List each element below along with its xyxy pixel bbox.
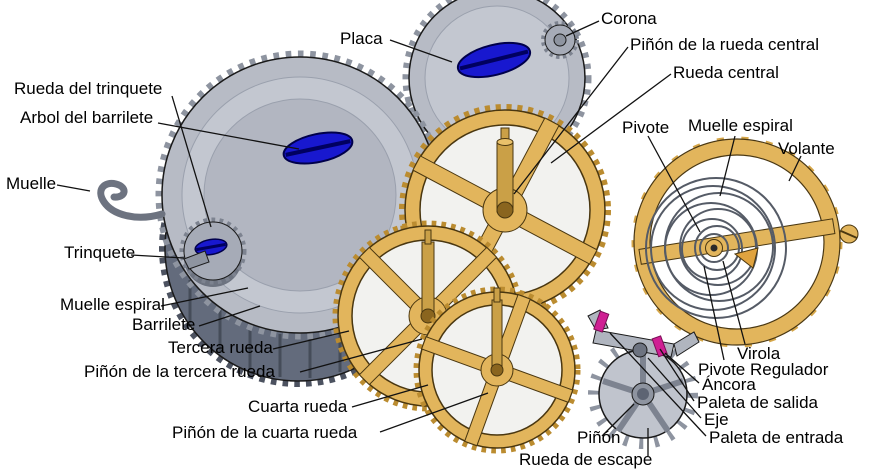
entry-pallet-stone (593, 310, 610, 333)
label-pivote-regulador: Pivote Regulador (698, 360, 829, 379)
label-pivote: Pivote (622, 118, 670, 137)
leader-pivote-regulador (703, 265, 725, 361)
label-rueda-de-escape: Rueda de escape (519, 450, 653, 469)
fourth-wheel-arbor (491, 299, 503, 373)
leader-pivote (647, 135, 701, 233)
label-rueda-del-trinquete: Rueda del trinquete (14, 79, 163, 98)
label-ancora: Áncora (702, 375, 756, 394)
blue-screw-barrel-arbor (282, 131, 354, 165)
label-muelle: Muelle (6, 174, 57, 193)
label-paleta-de-entrada: Paleta de entrada (709, 428, 844, 447)
leader-tercera-rueda (272, 330, 350, 350)
fourth-wheel (413, 286, 581, 454)
label-cuarta-rueda: Cuarta rueda (248, 397, 348, 416)
leader-placa (389, 39, 453, 63)
label-volante: Volante (778, 139, 835, 158)
label-muelle-espiral-izq: Muelle espiral (60, 295, 165, 314)
label-pinon-tercera-rueda: Piñón de la tercera rueda (84, 362, 275, 381)
fourth-wheel-pivot (493, 287, 501, 303)
leader-pinon-tercera-rueda (299, 338, 423, 373)
label-placa: Placa (340, 29, 383, 48)
leader-corona (565, 20, 600, 37)
label-trinquete: Trinquete (64, 243, 136, 262)
leader-lines (56, 20, 802, 456)
leader-barrilete (198, 305, 261, 327)
third-wheel-arbor (421, 241, 435, 319)
leader-muelle (56, 184, 91, 192)
click-pawl (183, 250, 210, 270)
leader-eje (647, 357, 702, 419)
ratchet-wheel (179, 217, 247, 287)
label-rueda-central: Rueda central (673, 63, 779, 82)
blue-screw-ratchet (194, 238, 228, 256)
stud-screw (839, 224, 859, 244)
third-wheel-pivot (424, 229, 432, 245)
leader-rueda-del-trinquete (171, 95, 212, 228)
leader-muelle-espiral-izq (160, 287, 249, 307)
leader-trinquete (130, 254, 185, 259)
regulator-lever (733, 247, 759, 269)
leader-cuarta-rueda (351, 384, 429, 408)
leader-paleta-de-entrada (609, 332, 707, 437)
leader-rueda-central (550, 73, 672, 164)
leader-pinon (601, 403, 635, 437)
label-paleta-de-salida: Paleta de salida (697, 393, 818, 412)
mainspring-hook (97, 179, 166, 221)
label-corona: Corona (601, 9, 657, 28)
escape-pinion (637, 388, 649, 400)
leader-muelle-espiral-der (719, 135, 736, 197)
leader-pinon-rueda-central (513, 46, 629, 195)
label-eje: Eje (704, 410, 729, 429)
label-virola: Virola (737, 344, 781, 363)
leader-pinon-cuarta-rueda (379, 392, 489, 433)
leader-volante (788, 155, 802, 182)
crown-wheel (541, 21, 579, 59)
exit-pallet-stone (651, 335, 668, 358)
label-arbol-del-barrilete: Arbol del barrilete (20, 108, 154, 127)
label-pinon-rueda-central: Piñón de la rueda central (630, 35, 820, 54)
label-tercera-rueda: Tercera rueda (168, 338, 273, 357)
leader-virola (722, 260, 746, 345)
blue-screw-top (456, 41, 532, 79)
balance-wheel (631, 136, 859, 348)
pallet-staff (632, 342, 648, 358)
leader-ancora (664, 352, 700, 384)
label-pinon-cuarta-rueda: Piñón de la cuarta rueda (172, 423, 358, 442)
label-muelle-espiral-der: Muelle espiral (688, 116, 793, 135)
label-pinon: Piñón (577, 428, 621, 447)
leader-paleta-de-salida (659, 348, 695, 402)
label-barrilete: Barrilete (132, 315, 196, 334)
leader-arbol-del-barrilete (157, 122, 300, 150)
